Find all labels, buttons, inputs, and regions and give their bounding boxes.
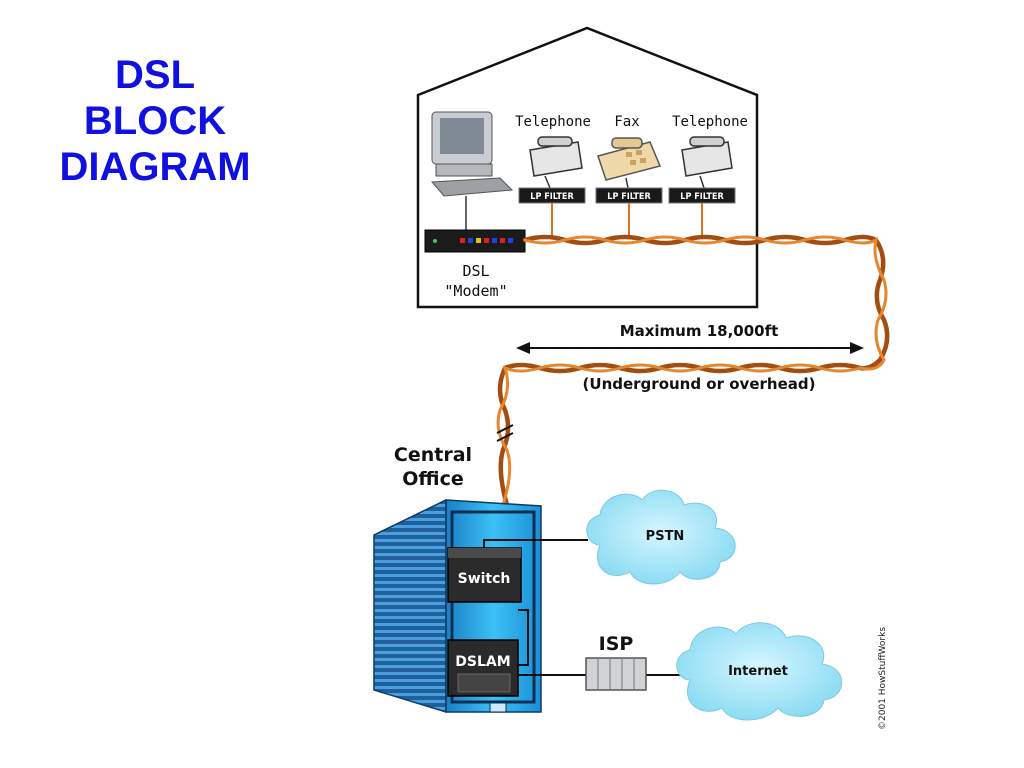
internet-label: Internet — [728, 664, 788, 679]
modem-label-line-2: "Modem" — [444, 282, 507, 300]
switch-box: Switch — [447, 547, 522, 603]
title-line-3: DIAGRAM — [59, 145, 251, 189]
dsl-modem — [424, 229, 526, 253]
internal-wiring — [483, 539, 688, 676]
dslam-box: DSLAM — [447, 639, 519, 697]
lp-filter: LP FILTER — [668, 187, 736, 204]
distance-label: Maximum 18,000ft — [620, 322, 779, 340]
twisted-pair-cable — [496, 234, 890, 508]
title-line-1: DSL — [115, 53, 195, 97]
modem-label-line-1: DSL — [462, 262, 489, 280]
central-office-label-line-1: Central — [394, 444, 472, 466]
title-line-2: BLOCK — [83, 99, 227, 143]
lp-filter: LP FILTER — [595, 187, 663, 204]
device-label-fax: Fax — [614, 114, 639, 130]
lp-filter: LP FILTER — [518, 187, 586, 204]
fax-icon — [597, 137, 662, 189]
telephone-icon — [681, 136, 733, 189]
distance-arrow — [516, 342, 864, 354]
internet-cloud: Internet — [676, 622, 843, 721]
isp-label: ISP — [599, 633, 634, 655]
page-title: DSL BLOCK DIAGRAM — [40, 52, 270, 190]
cable-note: (Underground or overhead) — [583, 375, 816, 393]
switch-label: Switch — [458, 571, 511, 587]
isp-server — [585, 657, 647, 691]
cable-break-mark — [496, 424, 514, 442]
lp-filter-label-1: LP FILTER — [530, 192, 574, 202]
lp-filter-label-3: LP FILTER — [680, 192, 724, 202]
device-label-telephone-1: Telephone — [515, 114, 591, 130]
pstn-label: PSTN — [646, 529, 685, 544]
device-label-telephone-2: Telephone — [672, 114, 748, 130]
telephone-icon — [529, 136, 583, 189]
dslam-label: DSLAM — [455, 654, 510, 670]
central-office-label-line-2: Office — [402, 468, 464, 490]
pstn-cloud: PSTN — [586, 490, 736, 585]
copyright-text: ©2001 HowStuffWorks — [878, 627, 888, 730]
computer-icon — [430, 111, 514, 230]
lp-filter-label-2: LP FILTER — [607, 192, 651, 202]
